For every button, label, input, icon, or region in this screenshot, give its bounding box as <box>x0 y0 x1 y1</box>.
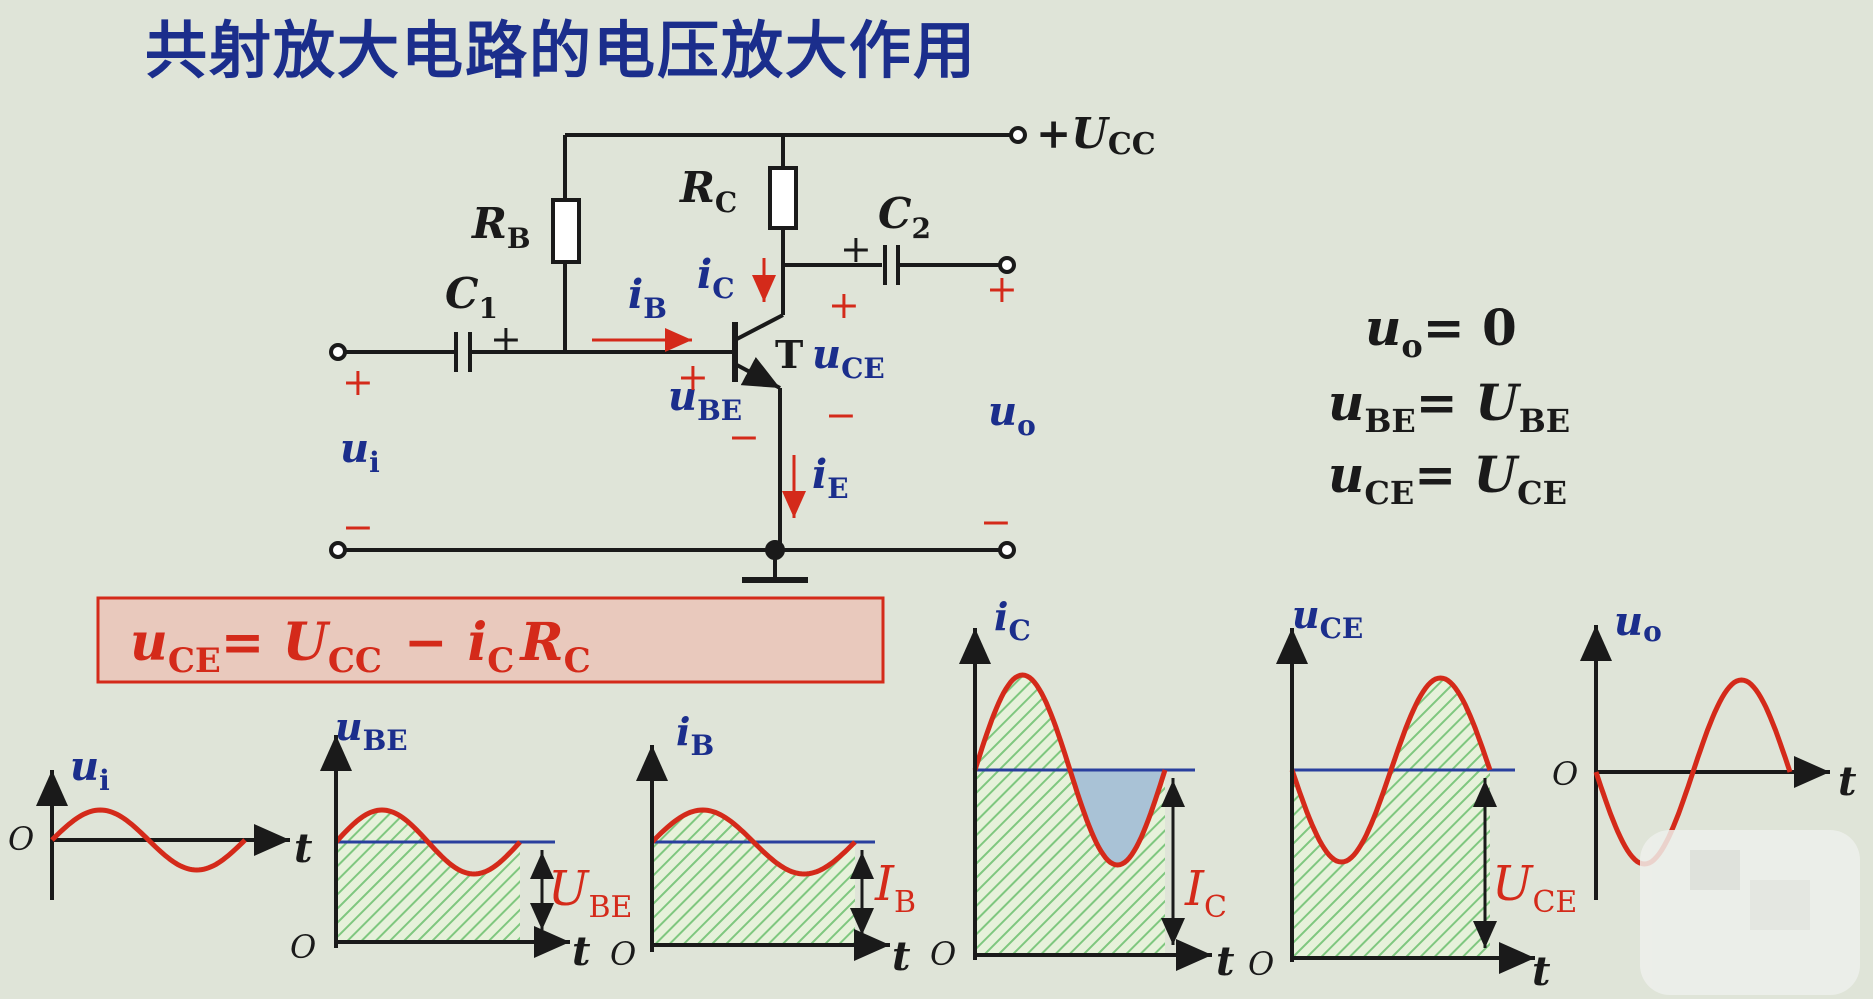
ic-label: iC <box>697 251 735 305</box>
graph-ui-wave <box>50 807 247 873</box>
graph-uce-fill <box>1292 678 1490 958</box>
graph-uce-wave <box>1289 675 1493 865</box>
graph-uce-origin: O <box>1248 945 1274 983</box>
current-arrows <box>592 258 806 518</box>
eq-ube: uBE= UBE <box>1328 373 1570 440</box>
c1-plus: + <box>490 317 522 361</box>
ui-minus: − <box>342 505 374 549</box>
graph-ic-t: t <box>1216 938 1235 985</box>
graph-ic-wave <box>972 672 1168 868</box>
eq-uce: uCE= UCE <box>1328 445 1567 512</box>
uce-minus: − <box>825 393 857 437</box>
graph-uo-t: t <box>1838 758 1857 805</box>
rb-label: RB <box>471 199 531 255</box>
c2-label: C2 <box>878 189 931 245</box>
graph-ube-wave <box>334 807 522 877</box>
graph-ib-wave <box>650 807 857 877</box>
graph-uo: O t uo <box>1552 598 1857 900</box>
graph-uce: O t uCE UCE <box>1248 592 1577 995</box>
graph-ib-dc-label: IB <box>874 856 916 920</box>
capacitor-polarity: + + <box>490 227 872 361</box>
graph-ui-label: ui <box>70 743 110 797</box>
graph-ib-origin: O <box>610 935 636 973</box>
uce-plus: + <box>828 283 860 327</box>
ui-plus: + <box>342 360 374 404</box>
quiescent-equations: uo= 0 uBE= UBE uCE= UCE <box>1328 298 1570 512</box>
graph-ic-origin: O <box>930 935 956 973</box>
graph-ui: O t ui <box>8 743 313 900</box>
graph-uo-wave <box>1593 677 1793 867</box>
graph-uo-origin: O <box>1552 755 1578 793</box>
graph-ic-dip-fill <box>1070 770 1165 865</box>
graph-ube-label: uBE <box>335 704 408 757</box>
uo-label: uo <box>988 388 1036 442</box>
rc-label: RC <box>679 163 737 219</box>
ube-minus: − <box>728 415 760 459</box>
supply-terminal <box>1009 126 1027 144</box>
rc-resistor <box>768 166 798 230</box>
graph-ic-fill <box>975 675 1165 955</box>
graph-ic: O t iC IC <box>930 594 1235 985</box>
uce-label: uCE <box>812 331 885 385</box>
slide-title: 共射放大电路的电压放大作用 <box>145 14 978 87</box>
graph-ui-t: t <box>294 825 313 872</box>
transistor-label: T <box>775 332 803 377</box>
transistor-emitter <box>734 356 781 390</box>
ie-label: iE <box>812 451 849 505</box>
transistor-collector <box>734 313 784 342</box>
rb-resistor <box>551 198 581 264</box>
graph-ic-label: iC <box>994 594 1031 647</box>
output-terminal-top <box>998 256 1016 274</box>
polarity-signs: + − + − + − + − <box>342 267 1018 549</box>
graph-ube: O t uBE UBE <box>290 704 632 975</box>
c2-plus: + <box>840 227 872 271</box>
graph-ib-t: t <box>892 933 911 980</box>
graph-uce-dc-label: UCE <box>1492 856 1577 920</box>
graph-ic-dc-label: IC <box>1184 861 1227 925</box>
circuit-labels: +UCC RB RC C1 C2 iB iC iE T uCE uBE ui u… <box>340 109 1156 505</box>
c1-label: C1 <box>445 269 498 325</box>
graph-ube-origin: O <box>290 928 316 966</box>
ube-label: uBE <box>668 373 742 427</box>
graph-ib: O t iB IB <box>610 709 916 980</box>
graph-uo-label: uo <box>1614 598 1662 648</box>
graph-ib-label: iB <box>676 709 714 762</box>
supply-label: +UCC <box>1036 109 1156 162</box>
graph-ube-t: t <box>572 928 591 975</box>
ib-label: iB <box>628 271 667 325</box>
eq-uo: uo= 0 <box>1365 298 1517 365</box>
graph-uce-t: t <box>1532 948 1551 995</box>
circuit-schematic <box>329 126 1027 583</box>
graph-uce-label: uCE <box>1292 592 1363 645</box>
watermark-blur <box>1640 830 1860 995</box>
input-terminal-top <box>329 343 347 361</box>
uo-plus: + <box>986 267 1018 311</box>
graph-ib-fill <box>652 810 855 945</box>
uo-minus: − <box>980 500 1012 544</box>
graph-ui-origin: O <box>8 820 34 858</box>
graph-ube-dc-label: UBE <box>548 861 632 925</box>
ube-plus: + <box>677 355 709 399</box>
ui-label: ui <box>340 425 380 479</box>
graph-ube-fill <box>336 810 520 942</box>
output-terminal-bottom <box>998 541 1016 559</box>
